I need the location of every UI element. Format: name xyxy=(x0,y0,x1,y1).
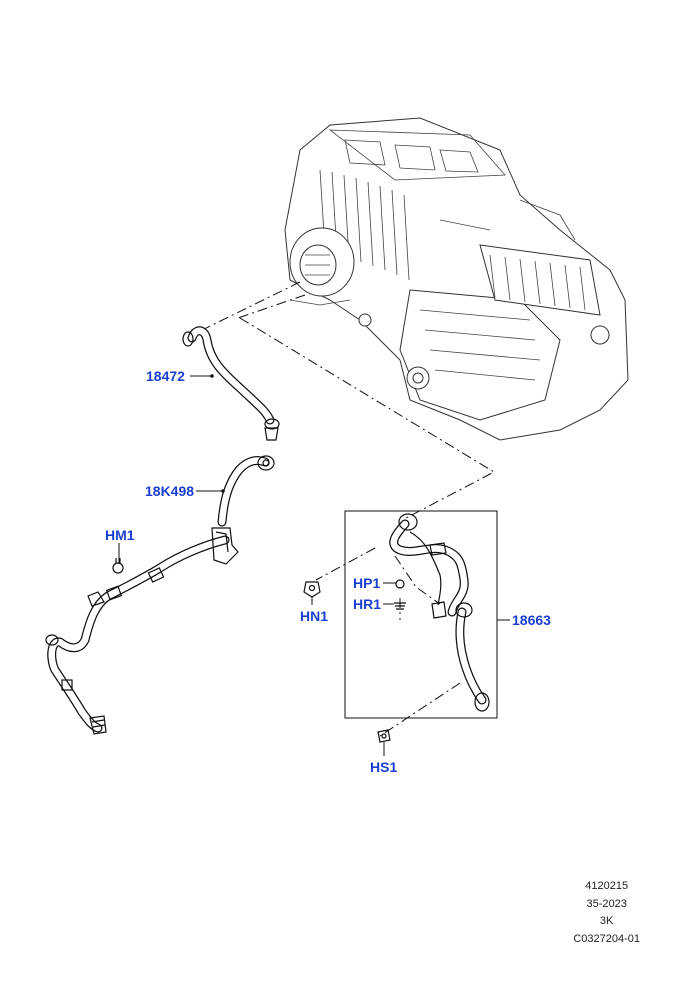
callout-leaders xyxy=(118,374,510,756)
diagram-reference-block: 4120215 35-2023 3K C0327204-01 xyxy=(573,878,640,948)
fastener-hm1[interactable] xyxy=(112,558,124,574)
callout-hr1[interactable]: HR1 xyxy=(353,596,381,612)
fastener-hs1[interactable] xyxy=(377,729,391,743)
callout-hp1[interactable]: HP1 xyxy=(353,575,380,591)
callout-18k498[interactable]: 18K498 xyxy=(145,483,194,499)
hose-18k498[interactable] xyxy=(217,455,275,527)
fastener-hr1[interactable] xyxy=(394,602,406,610)
reference-date: 35-2023 xyxy=(586,897,627,910)
reference-code: 3K xyxy=(599,915,614,927)
hose-18472[interactable] xyxy=(182,326,280,441)
reference-number: 4120215 xyxy=(585,880,629,892)
assembly-18663-frame xyxy=(344,510,498,719)
fastener-hn1[interactable] xyxy=(303,581,321,598)
callout-hm1[interactable]: HM1 xyxy=(105,527,135,543)
hose-18663[interactable] xyxy=(389,513,490,712)
callout-hs1[interactable]: HS1 xyxy=(370,759,397,775)
hvac-unit-illustration xyxy=(284,117,629,441)
callout-hn1[interactable]: HN1 xyxy=(300,608,328,624)
callout-18663[interactable]: 18663 xyxy=(512,612,551,628)
callout-18472[interactable]: 18472 xyxy=(146,368,185,384)
fastener-hp1[interactable] xyxy=(395,579,405,589)
hose-assembly-left[interactable] xyxy=(45,527,239,735)
illustration-id: C0327204-01 xyxy=(573,932,640,945)
dash-dot-connectors xyxy=(197,281,496,737)
